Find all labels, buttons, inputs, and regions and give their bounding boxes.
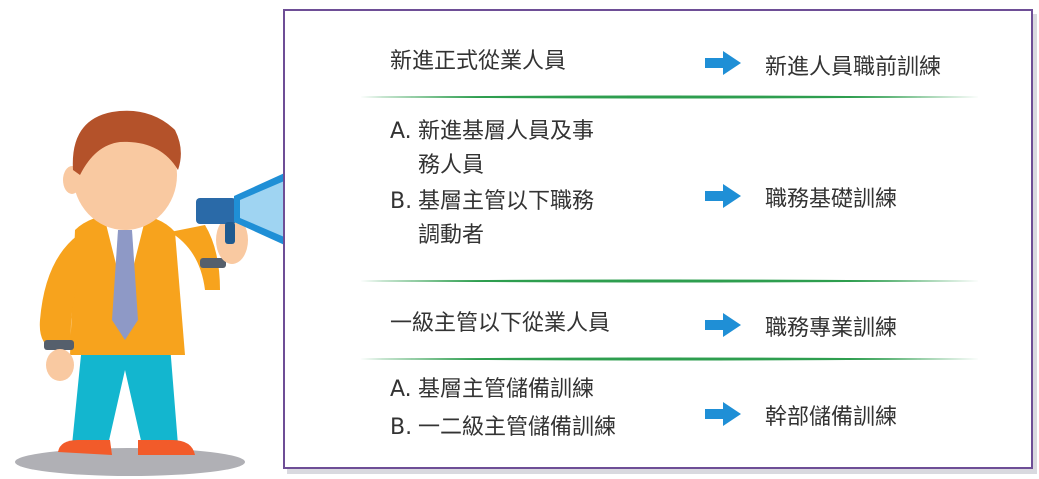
- row-right-text: 職務專業訓練: [765, 316, 898, 341]
- arrow-right-icon: [705, 402, 741, 426]
- item-marker: A.: [390, 119, 412, 144]
- item-marker: B.: [390, 415, 413, 440]
- arrow-right-icon: [705, 51, 741, 75]
- row-left-list: A. 新進基層人員及事務人員 B. 基層主管以下職務調動者: [390, 115, 598, 253]
- row-divider: [360, 95, 980, 99]
- legs: [72, 345, 178, 445]
- list-item: A. 基層主管儲備訓練: [390, 373, 678, 407]
- left-ear: [63, 166, 81, 194]
- tie: [112, 230, 138, 340]
- training-panel: 新進正式從業人員 新進人員職前訓練 A. 新進基層人員及事務人員 B. 基層主管…: [283, 9, 1033, 469]
- item-text: 一二級主管儲備訓練: [418, 415, 617, 440]
- training-row: 新進正式從業人員 新進人員職前訓練: [285, 11, 1031, 96]
- floor-shadow: [15, 448, 245, 476]
- row-left-list: A. 基層主管儲備訓練 B. 一二級主管儲備訓練: [390, 373, 678, 445]
- row-left-text: 一級主管以下從業人員: [390, 311, 611, 336]
- left-cuff: [44, 340, 74, 350]
- arrow-right-icon: [705, 313, 741, 337]
- right-arm: [170, 225, 220, 290]
- arrow-right-icon: [705, 184, 741, 208]
- list-item: B. 一二級主管儲備訓練: [390, 411, 678, 445]
- left-arm: [39, 235, 78, 350]
- left-hand: [46, 349, 74, 381]
- hair: [72, 110, 181, 175]
- row-divider: [360, 279, 980, 283]
- right-cuff: [200, 258, 226, 268]
- list-item: B. 基層主管以下職務調動者: [390, 185, 598, 253]
- item-marker: A.: [390, 377, 412, 402]
- list-item: A. 新進基層人員及事務人員: [390, 115, 598, 183]
- right-shoe: [138, 440, 195, 455]
- row-divider: [360, 357, 980, 361]
- item-text: 基層主管儲備訓練: [418, 377, 595, 402]
- item-text: 基層主管以下職務調動者: [418, 189, 595, 248]
- training-row: A. 新進基層人員及事務人員 B. 基層主管以下職務調動者 職務基礎訓練: [285, 101, 1031, 276]
- item-text: 新進基層人員及事務人員: [418, 119, 595, 178]
- left-shoe: [58, 440, 112, 455]
- row-left-text: 新進正式從業人員: [390, 49, 567, 74]
- training-row: A. 基層主管儲備訓練 B. 一二級主管儲備訓練 幹部儲備訓練: [285, 363, 1031, 463]
- item-marker: B.: [390, 189, 413, 214]
- row-right-text: 幹部儲備訓練: [765, 405, 898, 430]
- row-right-text: 職務基礎訓練: [765, 187, 898, 212]
- training-row: 一級主管以下從業人員 職務專業訓練: [285, 283, 1031, 358]
- speaker-illustration: [15, 110, 344, 476]
- row-right-text: 新進人員職前訓練: [765, 55, 942, 80]
